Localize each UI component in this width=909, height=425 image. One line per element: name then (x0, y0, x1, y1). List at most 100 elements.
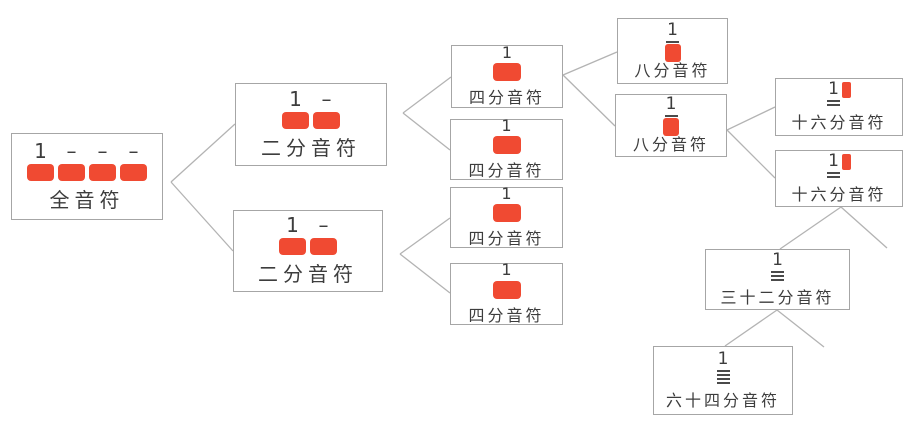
red-block (493, 63, 521, 82)
count-value: 1 (289, 86, 302, 111)
fraction: 1 (716, 348, 730, 384)
fraction-number: 1 (828, 150, 839, 171)
connector-line (840, 206, 888, 249)
fraction-underline (716, 377, 730, 380)
duration-blocks (492, 280, 521, 299)
fraction-group: 1 (664, 94, 678, 117)
fraction-underline (716, 381, 730, 384)
connector-line (724, 309, 778, 347)
count-value: – (66, 138, 77, 163)
red-block (58, 163, 85, 181)
fraction-underline (771, 274, 784, 277)
fraction-underlines (716, 369, 730, 384)
fraction-underline (827, 100, 840, 102)
counts-row: 1– (277, 215, 339, 236)
node-label: 全音符 (49, 187, 125, 212)
node-label: 十六分音符 (791, 113, 887, 132)
node-label: 四分音符 (468, 88, 545, 108)
red-block (282, 111, 309, 129)
counts-row: 1 (491, 261, 523, 279)
fraction-underline (827, 171, 840, 174)
fraction: 1 (666, 21, 679, 43)
connector-line (776, 309, 825, 348)
fraction-underlines (827, 171, 840, 178)
node-label: 八分音符 (632, 135, 709, 154)
counts-row: 1 (491, 183, 523, 203)
node-sixteenth-note-1: 1 十六分音符 (775, 78, 903, 136)
red-block (27, 163, 54, 181)
node-quarter-note-1: 1 四分音符 (451, 42, 563, 108)
count-value: 1 (501, 115, 512, 135)
node-label: 六十四分音符 (665, 390, 780, 410)
red-block (89, 163, 116, 181)
fraction: 1 (664, 94, 678, 117)
connector-line (170, 123, 236, 183)
duration-blocks (492, 204, 521, 223)
fraction-number: 1 (665, 94, 677, 114)
count-value: 1 (286, 213, 299, 237)
counts-row: 1––– (25, 138, 149, 163)
node-half-note-bottom: 1– 二分音符 (233, 210, 383, 292)
node-label: 四分音符 (468, 305, 545, 325)
fraction-underlines (664, 115, 678, 117)
duration-blocks (279, 238, 337, 255)
node-sixty-fourth-note: 1 六十四分音符 (653, 346, 793, 415)
red-block (313, 111, 340, 129)
count-value: 1 (501, 183, 512, 203)
red-block (492, 136, 521, 155)
count-value: – (318, 213, 329, 237)
fraction-group: 1 (666, 21, 679, 43)
node-half-note-top: 1– 二分音符 (235, 83, 387, 166)
count-value: – (321, 86, 332, 111)
duration-blocks (27, 163, 147, 181)
counts-row: 1– (280, 86, 342, 111)
count-value: – (97, 138, 108, 163)
fraction-number: 1 (772, 249, 783, 270)
count-value: 1 (34, 138, 47, 163)
connector-line (399, 217, 451, 255)
fraction-underline (827, 175, 840, 178)
node-eighth-note-2: 1 八分音符 (615, 94, 727, 157)
connector-line (726, 106, 776, 131)
fraction: 1 (771, 249, 784, 281)
count-value: – (128, 138, 139, 163)
fraction-group: 1 (716, 348, 730, 384)
red-block (492, 280, 521, 299)
fraction-underlines (666, 40, 679, 43)
red-block (310, 238, 337, 255)
fraction-underline (716, 373, 730, 376)
connector-line (170, 181, 234, 252)
fraction-underline (827, 104, 840, 106)
node-whole-note: 1–––全音符 (11, 133, 163, 220)
node-label: 十六分音符 (791, 184, 887, 204)
connector-line (402, 112, 451, 151)
red-block (664, 43, 681, 62)
node-label: 二分音符 (258, 262, 358, 286)
connector-line (562, 51, 618, 76)
count-value: 1 (501, 42, 513, 62)
fraction-number: 1 (717, 348, 729, 369)
node-quarter-note-2: 1 四分音符 (450, 115, 563, 181)
node-label: 四分音符 (468, 161, 545, 181)
connector-line (402, 76, 452, 114)
connector-line (726, 129, 776, 179)
fraction: 1 (827, 81, 840, 106)
fraction-underlines (827, 100, 840, 106)
node-label: 二分音符 (261, 135, 361, 160)
fraction-group: 1 (827, 81, 851, 106)
fraction-group: 1 (771, 249, 784, 281)
duration-blocks (493, 63, 521, 82)
connector-line (399, 253, 451, 294)
counts-row: 1 (491, 115, 523, 135)
counts-row: 1 (491, 42, 523, 62)
red-block (492, 204, 521, 223)
fraction: 1 (827, 150, 840, 178)
red-block (842, 82, 851, 98)
connector-line (562, 74, 616, 127)
fraction-underline (771, 270, 784, 273)
node-quarter-note-4: 1 四分音符 (450, 261, 563, 325)
